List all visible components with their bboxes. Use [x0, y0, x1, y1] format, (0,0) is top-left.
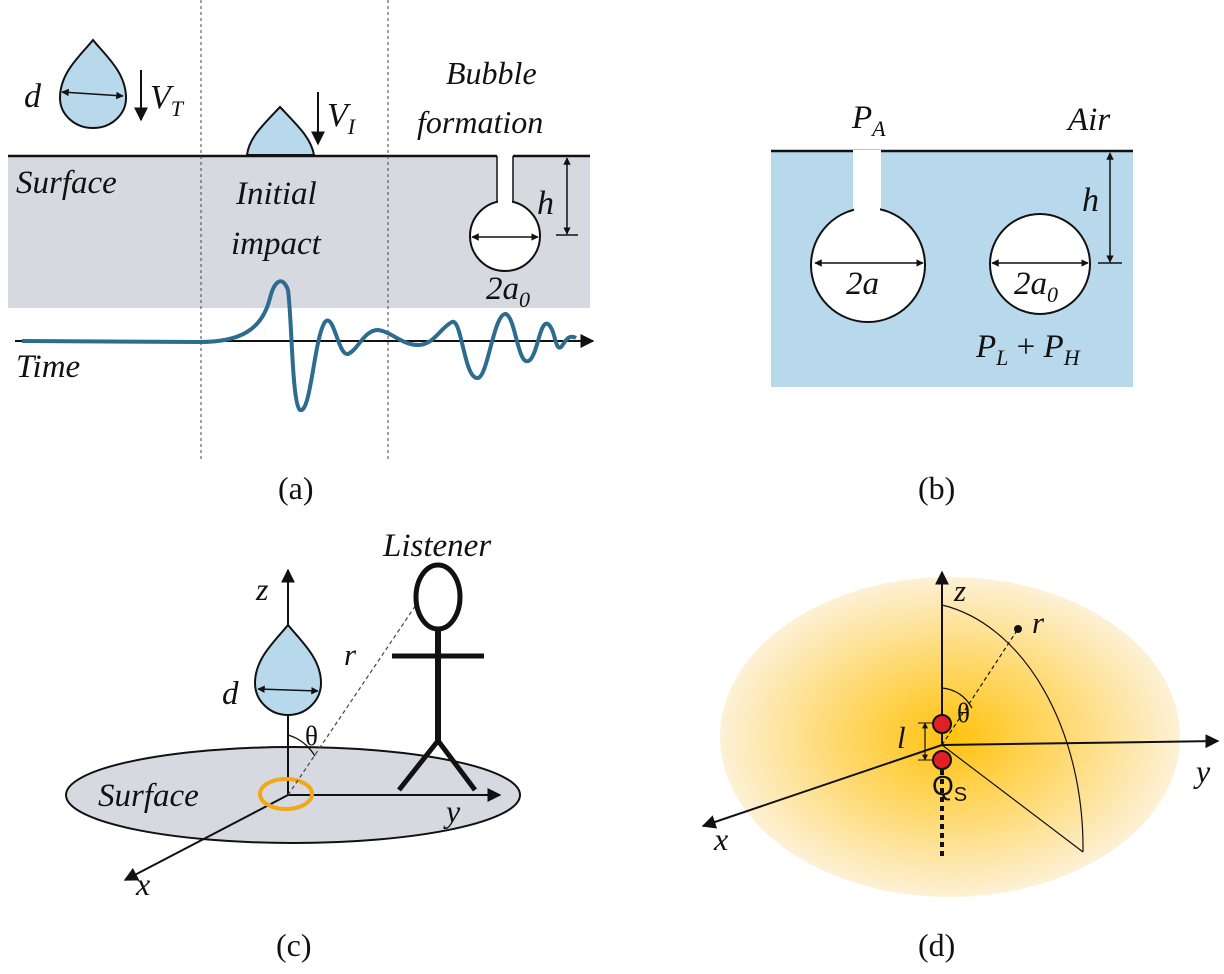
a-label: 2a: [846, 266, 879, 302]
a0-label: 2a0: [1014, 266, 1058, 307]
theta-arc: [941, 687, 973, 709]
y-label: y: [443, 793, 461, 829]
r-vector: [941, 628, 1019, 746]
radius-line: [941, 744, 1084, 853]
listener-leg-left: [397, 740, 439, 792]
z-label: z: [953, 573, 966, 608]
theta-label: θ: [957, 698, 970, 728]
r-vector: [287, 595, 423, 796]
caption-d: (d): [918, 927, 955, 963]
connected-bubble: [810, 207, 926, 323]
bubble-neck: [497, 153, 513, 205]
vi-label: VI: [327, 97, 357, 139]
observer-point: [1014, 625, 1022, 633]
a0-label: 2a0: [486, 271, 530, 312]
caption-a: (a): [278, 470, 314, 506]
pressure-label: PL + PH: [975, 329, 1081, 370]
bubble-label-line1: Bubble: [446, 55, 537, 91]
air-label: Air: [1066, 102, 1110, 138]
bubble-label-line2: formation: [417, 104, 543, 140]
panel-d: r θ l QS z y x (d): [701, 570, 1220, 963]
droplet-icon: [253, 623, 323, 716]
radius-arc: [941, 604, 1084, 853]
pa-label: PA: [851, 100, 886, 141]
y-axis: [941, 734, 1220, 749]
panel-b: 2a 2a0 h PA Air PL + PH (b): [771, 100, 1133, 506]
radiation-field: [720, 577, 1180, 897]
x-label: x: [135, 866, 150, 902]
surface-label: Surface: [16, 165, 117, 201]
theta-label: θ: [305, 721, 318, 751]
bubble-neck-join: [498, 195, 512, 207]
x-axis: [701, 744, 943, 829]
impact-label-line2: impact: [231, 226, 322, 262]
acoustic-waveform: [21, 279, 577, 412]
listener-leg-right: [437, 740, 477, 792]
r-label: r: [1032, 605, 1045, 640]
x-label: x: [713, 821, 728, 857]
d-label: d: [222, 676, 239, 712]
impact-point-ring: [258, 777, 314, 811]
h-label: h: [1082, 182, 1099, 219]
diameter-arrow: [61, 88, 124, 100]
d-label: d: [24, 78, 42, 115]
droplet-icon: [58, 38, 128, 129]
theta-arc: [287, 734, 316, 757]
panel-a: d VT VI Bubble formation Surface Initial…: [8, 0, 595, 506]
listener-label: Listener: [382, 528, 491, 564]
qs-label: QS: [932, 770, 967, 806]
surface-label: Surface: [98, 778, 199, 814]
listener-head-icon: [413, 562, 463, 632]
panel-c: d r θ Listener z Surface y x (c): [65, 528, 521, 963]
x-axis: [123, 794, 289, 881]
z-label: z: [255, 571, 269, 607]
caption-b: (b): [918, 470, 955, 506]
r-label: r: [344, 637, 357, 672]
source-lower: [932, 750, 952, 770]
diameter-arrow: [257, 685, 319, 695]
h-label: h: [537, 185, 554, 222]
connected-bubble-join: [854, 200, 880, 214]
caption-c: (c): [276, 927, 312, 963]
vt-label: VT: [150, 79, 185, 121]
l-label: l: [897, 720, 906, 755]
source-upper: [932, 714, 952, 734]
impact-label-line1: Initial: [235, 176, 317, 212]
time-label: Time: [16, 349, 80, 385]
y-label: y: [1193, 753, 1211, 789]
impact-droplet-icon: [245, 105, 316, 156]
bubble-circle: [469, 200, 541, 272]
